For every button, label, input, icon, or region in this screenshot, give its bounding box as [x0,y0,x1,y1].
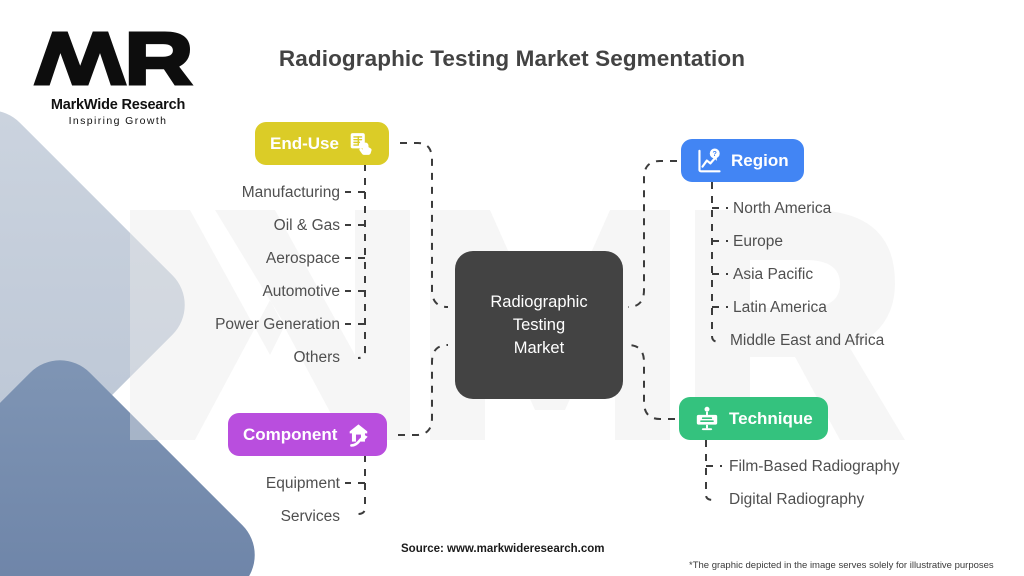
leaf-region-3[interactable]: Latin America [733,299,827,316]
center-line-2: Testing [512,315,566,334]
brand-logo: MarkWide Research Inspiring Growth [28,26,208,127]
wire-region-to-center [627,160,677,308]
wire-technique-trunk [705,440,714,501]
branch-badge-component[interactable]: Component [228,413,388,456]
leaf-region-2[interactable]: Asia Pacific [733,266,814,283]
branch-badge-end-use-label: End-Use [270,133,339,153]
branch-badge-end-use[interactable]: End-Use [255,122,389,165]
mwr-logo-mark [33,31,194,86]
leaf-end-use-0[interactable]: Manufacturing [241,184,340,201]
leaf-end-use-1[interactable]: Oil & Gas [273,217,340,234]
branch-badge-region-label: Region [731,150,789,170]
house-growth-icon [350,423,369,447]
wire-enduse-to-center [400,142,449,308]
leaf-end-use-2[interactable]: Aerospace [265,250,340,267]
leaf-end-use-3[interactable]: Automotive [262,283,340,300]
source-label: Source: www.markwideresearch.com [401,543,605,555]
leaf-component-0[interactable]: Equipment [265,475,340,492]
leaf-end-use-5[interactable]: Others [293,349,340,366]
leaf-region-0[interactable]: North America [733,200,832,217]
center-node-label: Radiographic Testing Market [490,291,587,360]
branch-badge-component-label: Component [243,424,338,444]
decorative-square-dark [0,342,273,576]
logo-tagline: Inspiring Growth [68,115,168,127]
leaf-technique-1[interactable]: Digital Radiography [729,491,865,508]
logo-company-name: MarkWide Research [50,97,186,113]
branch-badge-technique[interactable]: Technique [679,397,828,440]
center-node[interactable]: Radiographic Testing Market [455,251,623,399]
wire-enduse-trunk [357,150,366,359]
document-hand-icon [350,132,372,155]
leaf-component-1[interactable]: Services [280,508,340,525]
disclaimer-label: *The graphic depicted in the image serve… [689,560,994,571]
branch-badge-region[interactable]: ? Region [681,139,804,182]
leaf-technique-0[interactable]: Film-Based Radiography [729,458,900,475]
wire-technique-to-center [627,344,675,420]
center-line-1: Radiographic [490,292,588,311]
wire-region-trunk [711,182,720,343]
chart-question-icon: ? [698,148,721,172]
center-line-3: Market [513,338,565,357]
decorative-square-light [0,92,203,518]
branch-badge-technique-label: Technique [729,408,813,428]
leaf-region-1[interactable]: Europe [733,233,783,250]
leaf-region-4[interactable]: Middle East and Africa [730,332,885,349]
leaf-end-use-4[interactable]: Power Generation [215,316,340,333]
wire-component-to-center [398,344,449,436]
page-title: Radiographic Testing Market Segmentation [278,46,746,71]
svg-text:?: ? [713,150,717,158]
presentation-person-icon [696,406,718,430]
